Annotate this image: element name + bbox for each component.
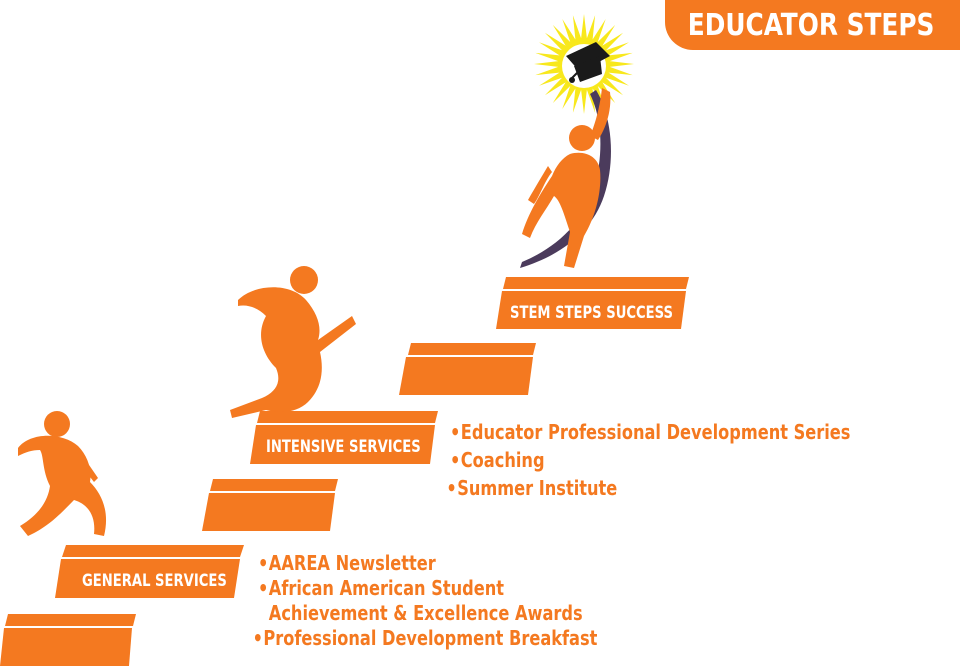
list-item: •AAREA Newsletter bbox=[258, 551, 597, 576]
step-1 bbox=[0, 614, 136, 666]
person-figure-icon bbox=[520, 88, 611, 268]
person-figure-icon bbox=[18, 411, 107, 536]
list-item: •Professional Development Breakfast bbox=[253, 626, 598, 651]
list-item-continuation: Achievement & Excellence Awards bbox=[268, 601, 583, 625]
banner-title: EDUCATOR STEPS bbox=[688, 7, 935, 43]
step-2-general bbox=[55, 545, 244, 598]
bullet-dot: • bbox=[252, 626, 263, 650]
step-4-intensive bbox=[250, 411, 438, 464]
person-figure-icon bbox=[230, 266, 356, 418]
step-6-stem bbox=[496, 277, 689, 329]
bullet-dot: • bbox=[258, 576, 269, 600]
bullet-dot: • bbox=[450, 420, 461, 444]
graduation-cap-icon bbox=[566, 42, 610, 83]
list-item-text: AAREA Newsletter bbox=[268, 551, 436, 575]
step-label-stem: STEM STEPS SUCCESS bbox=[510, 303, 673, 323]
bullet-dot: • bbox=[446, 476, 457, 500]
general-services-list: •AAREA Newsletter •African American Stud… bbox=[253, 551, 598, 651]
title-banner: EDUCATOR STEPS bbox=[665, 0, 960, 50]
step-3 bbox=[202, 479, 338, 531]
list-item-text: Coaching bbox=[460, 448, 545, 472]
step-label-intensive: INTENSIVE SERVICES bbox=[266, 437, 421, 457]
list-item: •Educator Professional Development Serie… bbox=[450, 418, 850, 446]
list-item: •Coaching bbox=[450, 446, 850, 474]
intensive-services-list: •Educator Professional Development Serie… bbox=[446, 418, 850, 502]
list-item-text: Summer Institute bbox=[457, 476, 618, 500]
step-label-general: GENERAL SERVICES bbox=[82, 571, 227, 591]
list-item: •Summer Institute bbox=[446, 474, 850, 502]
list-item-text: Educator Professional Development Series bbox=[460, 420, 851, 444]
bullet-dot: • bbox=[258, 551, 269, 575]
bullet-dot: • bbox=[450, 448, 461, 472]
step-5 bbox=[399, 343, 536, 395]
list-item-text: African American Student bbox=[268, 576, 505, 600]
list-item-text: Professional Development Breakfast bbox=[263, 626, 598, 650]
